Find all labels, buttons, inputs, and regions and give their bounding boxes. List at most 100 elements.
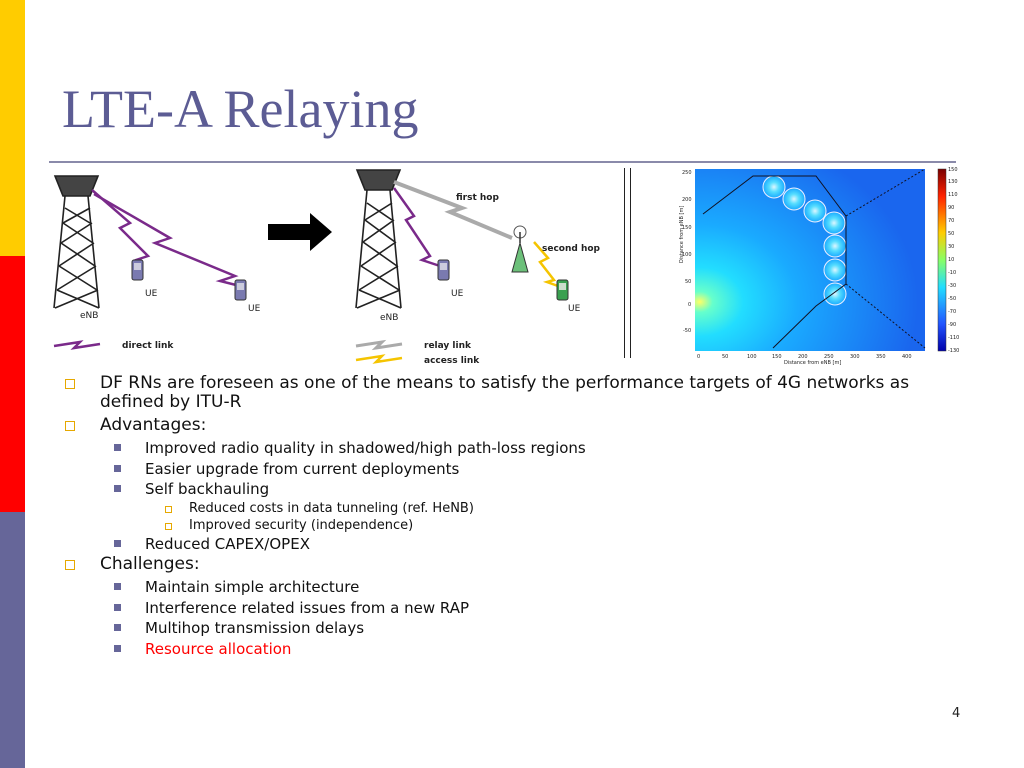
bullet-l2: Easier upgrade from current deployments bbox=[62, 460, 962, 478]
svg-text:50: 50 bbox=[722, 354, 728, 360]
svg-text:100: 100 bbox=[747, 354, 757, 360]
bullet-l3: Reduced costs in data tunneling (ref. He… bbox=[62, 501, 962, 517]
svg-text:-90: -90 bbox=[948, 322, 956, 328]
separator-line bbox=[630, 168, 631, 358]
side-bar-red bbox=[0, 256, 25, 512]
title-rule bbox=[49, 161, 956, 163]
bullet-marker-icon bbox=[114, 464, 121, 472]
first-hop-label: first hop bbox=[456, 193, 499, 203]
svg-text:0: 0 bbox=[688, 302, 691, 308]
heatmap-xlabel: Distance from eNB [m] bbox=[784, 360, 841, 366]
bullet-marker-icon bbox=[165, 522, 172, 530]
svg-text:250: 250 bbox=[682, 170, 692, 176]
relay-legend-line bbox=[355, 339, 403, 351]
bullet-marker-icon bbox=[114, 644, 121, 652]
tower-icon bbox=[355, 169, 402, 309]
svg-text:150: 150 bbox=[682, 225, 692, 231]
svg-text:-130: -130 bbox=[948, 348, 959, 354]
svg-text:50: 50 bbox=[685, 279, 691, 285]
svg-text:-50: -50 bbox=[683, 328, 691, 334]
phone-icon bbox=[556, 279, 569, 301]
bullet-marker-icon bbox=[114, 539, 121, 547]
separator-line bbox=[624, 168, 625, 358]
bullet-l2: Reduced CAPEX/OPEX bbox=[62, 535, 962, 553]
heatmap-area bbox=[695, 169, 925, 351]
colorbar-ticks: 150 130 110 90 70 50 30 10 -10 -30 -50 -… bbox=[948, 167, 959, 354]
bullet-marker-icon bbox=[65, 421, 75, 431]
cell-boundary-lines bbox=[702, 168, 926, 349]
bullet-list: DF RNs are foreseen as one of the means … bbox=[62, 374, 962, 660]
relay-link-legend: relay link bbox=[424, 341, 472, 351]
svg-text:300: 300 bbox=[850, 354, 860, 360]
svg-text:-10: -10 bbox=[948, 270, 956, 276]
access-link-legend: access link bbox=[424, 356, 480, 366]
ue2-label: UE bbox=[568, 304, 581, 314]
direct-link-ue1 bbox=[392, 187, 441, 268]
slide-title: LTE-A Relaying bbox=[62, 79, 419, 139]
direct-link-ue1 bbox=[91, 189, 151, 267]
svg-text:-110: -110 bbox=[948, 335, 959, 341]
bullet-l2: Interference related issues from a new R… bbox=[62, 599, 962, 617]
svg-text:350: 350 bbox=[876, 354, 886, 360]
svg-text:200: 200 bbox=[682, 197, 692, 203]
svg-text:10: 10 bbox=[948, 257, 954, 263]
bullet-marker-icon bbox=[114, 624, 121, 631]
svg-text:90: 90 bbox=[948, 205, 954, 211]
svg-text:-70: -70 bbox=[948, 309, 956, 315]
tower-icon bbox=[53, 175, 100, 309]
bullet-marker-icon bbox=[114, 603, 121, 611]
svg-text:110: 110 bbox=[948, 192, 958, 198]
svg-text:50: 50 bbox=[948, 231, 954, 237]
direct-link-legend: direct link bbox=[122, 341, 174, 351]
bullet-l2: Multihop transmission delays bbox=[62, 619, 962, 637]
side-bar-purple bbox=[0, 512, 25, 768]
phone-icon bbox=[131, 259, 144, 281]
bullet-marker-icon bbox=[114, 485, 121, 492]
direct-link-ue2 bbox=[93, 192, 241, 288]
bullet-marker-icon bbox=[114, 583, 121, 590]
svg-text:150: 150 bbox=[948, 167, 958, 173]
ue2-label: UE bbox=[248, 304, 261, 314]
relay-link-line bbox=[393, 180, 513, 240]
svg-text:-30: -30 bbox=[948, 283, 956, 289]
access-legend-line bbox=[355, 354, 403, 364]
heatmap-x-ticks: 0 50 100 150 200 250 300 350 400 bbox=[697, 354, 912, 360]
bullet-marker-icon bbox=[114, 444, 121, 451]
svg-text:-50: -50 bbox=[948, 296, 956, 302]
colorbar bbox=[937, 168, 947, 352]
svg-text:100: 100 bbox=[682, 252, 692, 258]
heatmap-ylabel: Distance from eNB [m] bbox=[679, 206, 685, 263]
direct-link-legend-line bbox=[53, 340, 101, 350]
ue1-label: UE bbox=[145, 289, 158, 299]
relay-link-figure: eNB first hop second hop UE UE relay lin… bbox=[352, 168, 612, 368]
phone-icon bbox=[234, 279, 247, 301]
bullet-l2: Maintain simple architecture bbox=[62, 578, 962, 596]
bullet-marker-icon bbox=[65, 560, 75, 570]
phone-icon bbox=[437, 259, 450, 281]
arrow-right-icon bbox=[268, 213, 332, 251]
heatmap-y-ticks: 250 200 150 100 50 0 -50 bbox=[682, 170, 692, 334]
svg-text:30: 30 bbox=[948, 244, 954, 250]
bullet-l1: Advantages: bbox=[62, 416, 962, 435]
ue1-label: UE bbox=[451, 289, 464, 299]
bullet-l2: Resource allocation bbox=[62, 640, 962, 658]
page-number: 4 bbox=[952, 706, 961, 721]
relay-coverage-circles bbox=[762, 175, 847, 306]
svg-text:0: 0 bbox=[697, 354, 700, 360]
bullet-l1: DF RNs are foreseen as one of the means … bbox=[62, 374, 962, 412]
bullet-marker-icon bbox=[65, 379, 75, 389]
access-link-line bbox=[533, 241, 559, 288]
relay-node-icon bbox=[511, 225, 529, 273]
svg-text:130: 130 bbox=[948, 179, 958, 185]
side-bar-yellow bbox=[0, 0, 25, 256]
enb-label: eNB bbox=[80, 311, 98, 321]
bullet-l2: Self backhauling bbox=[62, 480, 962, 498]
bullet-l2: Improved radio quality in shadowed/high … bbox=[62, 439, 962, 457]
bullet-marker-icon bbox=[165, 505, 172, 513]
svg-text:70: 70 bbox=[948, 218, 954, 224]
svg-text:200: 200 bbox=[798, 354, 808, 360]
bullet-l1: Challenges: bbox=[62, 555, 962, 574]
direct-link-figure: eNB UE UE direct link bbox=[50, 168, 270, 358]
bullet-l3: Improved security (independence) bbox=[62, 518, 962, 534]
svg-text:250: 250 bbox=[824, 354, 834, 360]
